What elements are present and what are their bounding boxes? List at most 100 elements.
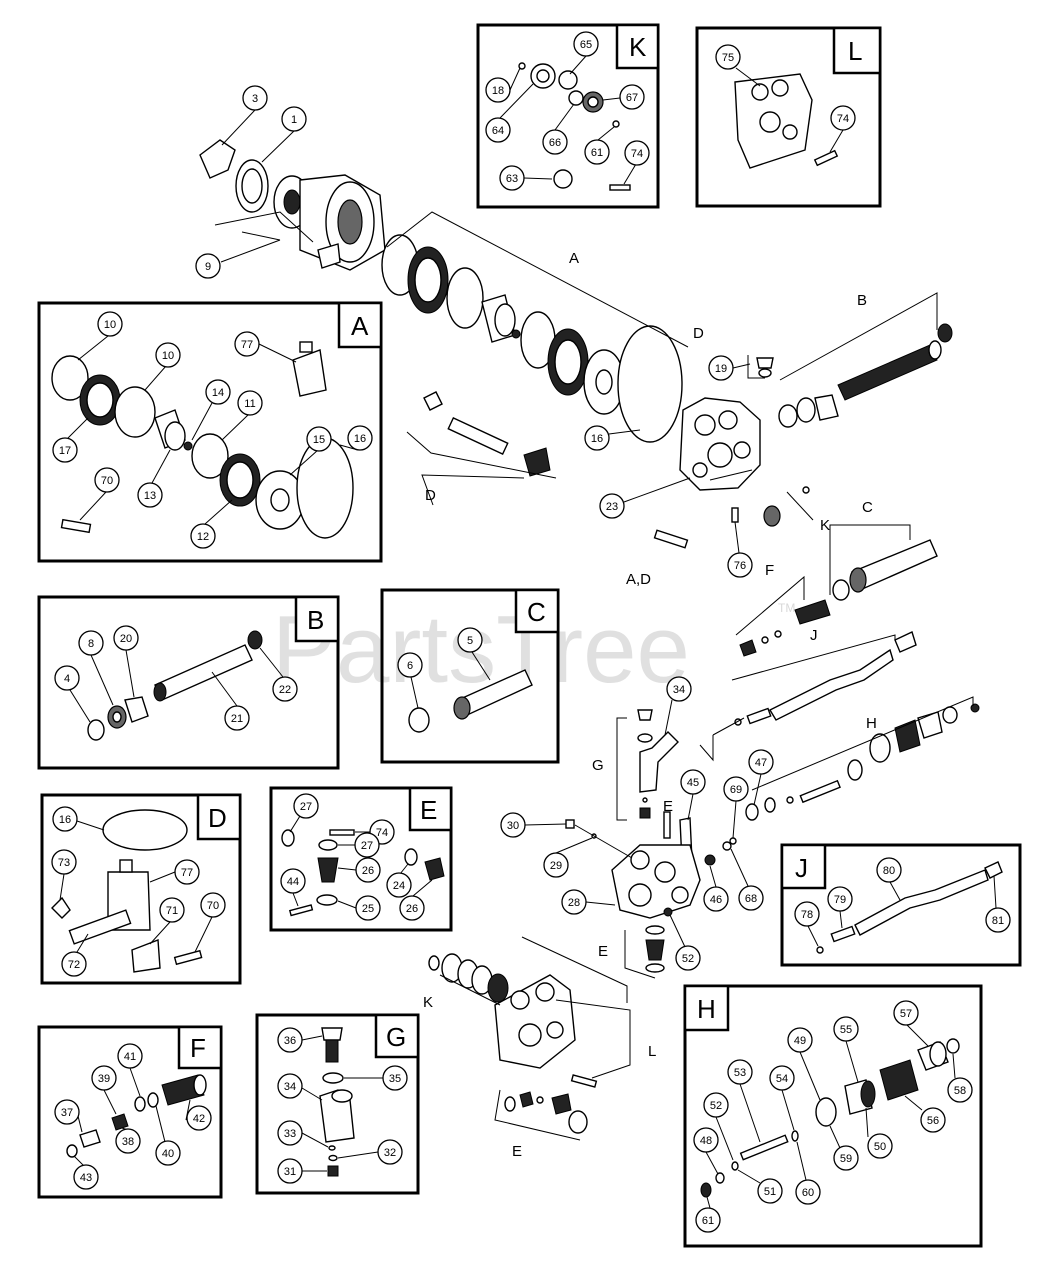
panel-a[interactable]: A 10 77 10 14 11 17 13 70 [37, 301, 383, 563]
group-label: C [862, 499, 873, 516]
callout: 57 [900, 1008, 912, 1020]
main-assembly[interactable]: A B C D F J G H E E K L K A,D D E 3 1 9 … [195, 85, 980, 1160]
panel-a-tag: A [351, 311, 369, 341]
callout: 58 [954, 1085, 966, 1097]
panel-f-tag: F [190, 1033, 206, 1063]
callout: 13 [144, 490, 156, 502]
callout: 41 [124, 1051, 136, 1063]
callout: 71 [166, 905, 178, 917]
watermark-tm: TM [778, 601, 795, 615]
group-label: B [857, 292, 867, 309]
callout: 54 [776, 1073, 788, 1085]
panel-b-callouts: 8 20 4 22 21 [54, 625, 298, 731]
callout: 47 [755, 757, 767, 769]
panel-d[interactable]: D 16 73 77 71 70 72 [40, 793, 242, 985]
callout: 16 [591, 433, 603, 445]
callout: 20 [120, 633, 132, 645]
callout: 73 [58, 857, 70, 869]
callout: 65 [580, 39, 592, 51]
panel-d-tag: D [208, 803, 227, 833]
callout: 17 [59, 445, 71, 457]
panel-f[interactable]: F 41 39 37 40 42 38 43 [37, 1025, 223, 1199]
panel-k-callouts: 18 65 67 64 66 61 74 63 [485, 31, 650, 191]
panel-g[interactable]: G 36 35 34 33 32 31 [255, 1013, 420, 1195]
callout: 16 [59, 814, 71, 826]
callout: 5 [467, 635, 473, 647]
callout: 52 [710, 1100, 722, 1112]
callout: 27 [300, 801, 312, 813]
callout: 9 [205, 261, 211, 273]
callout: 77 [181, 867, 193, 879]
callout: 26 [406, 903, 418, 915]
panel-j-tag: J [795, 853, 808, 883]
callout: 38 [122, 1136, 134, 1148]
callout: 72 [68, 959, 80, 971]
panel-k[interactable]: K 18 65 67 64 66 61 74 63 [476, 23, 660, 209]
callout: 22 [279, 684, 291, 696]
callout: 15 [313, 434, 325, 446]
callout: 10 [162, 350, 174, 362]
callout: 64 [492, 125, 504, 137]
callout: 30 [507, 820, 519, 832]
group-label: L [648, 1043, 656, 1060]
panel-b-tag: B [307, 605, 324, 635]
callout: 28 [568, 897, 580, 909]
callout: 14 [212, 387, 224, 399]
panel-l-tag: L [848, 36, 862, 66]
callout: 39 [98, 1073, 110, 1085]
panel-l-callouts: 75 74 [715, 44, 856, 153]
panel-g-callouts: 36 35 34 33 32 31 [277, 1027, 408, 1184]
callout: 34 [673, 684, 685, 696]
panel-h[interactable]: H 57 55 49 53 54 58 52 56 50 [683, 984, 983, 1248]
panel-a-callouts: 10 77 10 14 11 17 13 70 15 16 12 [52, 311, 373, 549]
group-label: D [425, 487, 436, 504]
callout: 50 [874, 1141, 886, 1153]
callout: 66 [549, 137, 561, 149]
panel-e-tag: E [420, 795, 437, 825]
group-label: A,D [626, 571, 651, 588]
callout: 35 [389, 1073, 401, 1085]
callout: 70 [101, 475, 113, 487]
panel-c[interactable]: C 5 6 [380, 588, 560, 764]
callout: 68 [745, 893, 757, 905]
callout: 76 [734, 560, 746, 572]
panel-k-tag: K [629, 32, 647, 62]
callout: 56 [927, 1115, 939, 1127]
callout: 81 [992, 915, 1004, 927]
callout: 8 [88, 638, 94, 650]
group-label: F [765, 562, 774, 579]
callout: 25 [362, 903, 374, 915]
callout: 21 [231, 713, 243, 725]
callout: 10 [104, 319, 116, 331]
callout: 1 [291, 114, 297, 126]
callout: 74 [376, 827, 388, 839]
panel-g-tag: G [386, 1022, 406, 1052]
callout: 24 [393, 880, 405, 892]
callout: 61 [591, 147, 603, 159]
callout: 26 [362, 865, 374, 877]
group-label: A [569, 250, 579, 267]
panel-e-callouts: 27 74 27 26 24 44 25 26 [280, 793, 433, 921]
callout: 74 [837, 113, 849, 125]
watermark: PartsTree [272, 596, 690, 703]
group-label: E [663, 798, 673, 815]
panel-c-tag: C [527, 597, 546, 627]
callout: 11 [244, 398, 255, 410]
main-callouts: 3 1 9 19 16 23 76 34 30 29 45 69 47 [195, 85, 774, 971]
panel-e[interactable]: E 27 74 27 26 24 44 25 26 [269, 786, 453, 932]
callout: 45 [687, 777, 699, 789]
callout: 32 [384, 1147, 396, 1159]
callout: 36 [284, 1035, 296, 1047]
callout: 53 [734, 1067, 746, 1079]
group-brackets [214, 211, 974, 1141]
callout: 80 [883, 865, 895, 877]
callout: 34 [284, 1081, 296, 1093]
panel-l[interactable]: L 75 74 [695, 26, 882, 208]
panel-j[interactable]: J 80 79 78 81 [780, 843, 1022, 967]
callout: 77 [241, 339, 253, 351]
panel-b[interactable]: B 8 20 4 22 21 [37, 595, 340, 770]
group-label: E [598, 943, 608, 960]
callout: 75 [722, 52, 734, 64]
callout: 78 [801, 909, 813, 921]
